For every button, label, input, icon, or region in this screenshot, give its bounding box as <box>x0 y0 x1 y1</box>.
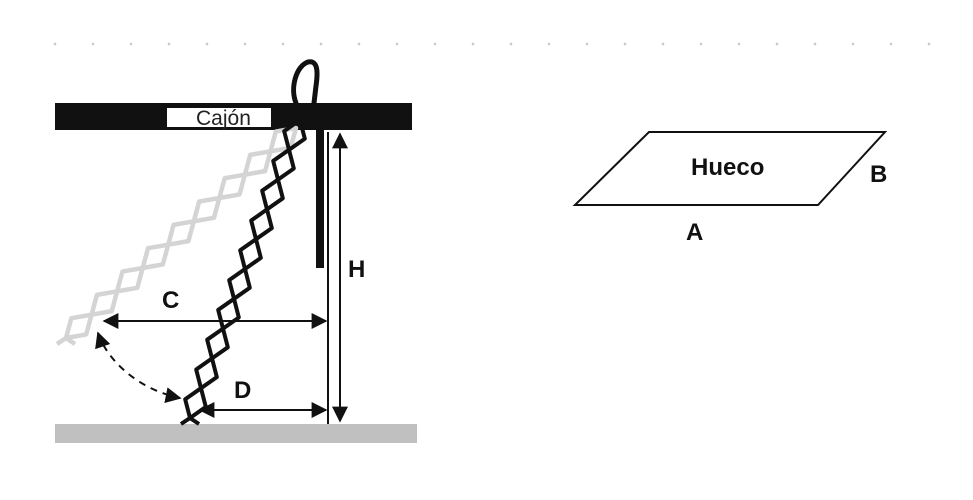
dimension-a-label: A <box>686 219 703 246</box>
guide-dot <box>319 42 323 46</box>
floor <box>55 424 417 443</box>
ladder-link <box>282 118 307 152</box>
dotted-guide-line <box>53 42 931 46</box>
guide-dot <box>243 42 247 46</box>
guide-dot <box>205 42 209 46</box>
guide-dot <box>433 42 437 46</box>
ladder-link <box>89 289 120 317</box>
ladder-link <box>140 242 171 271</box>
ladder-link <box>114 265 145 294</box>
cajon-label: Cajón <box>196 107 251 130</box>
guide-dot <box>623 42 627 46</box>
ladder-foot <box>179 416 192 426</box>
dimension-c-label: C <box>162 287 179 314</box>
ladder-foot <box>64 336 77 346</box>
dimension-b-label: B <box>870 161 887 188</box>
ladder-link <box>238 237 263 271</box>
ladder-link <box>191 195 222 224</box>
hatch-handle <box>291 59 320 106</box>
guide-dot <box>471 42 475 46</box>
ceiling-slab <box>55 103 412 130</box>
ladder-link <box>217 172 248 201</box>
guide-dot <box>547 42 551 46</box>
ladder-link <box>249 207 274 242</box>
ladder-link <box>268 125 299 154</box>
guide-dot <box>813 42 817 46</box>
guide-dot <box>699 42 703 46</box>
dimension-h-label: H <box>348 256 365 283</box>
ladder-link <box>260 177 285 212</box>
ladder-link <box>165 219 197 247</box>
guide-dot <box>395 42 399 46</box>
guide-dot <box>927 42 931 46</box>
ladder-foot <box>55 336 68 346</box>
ladder-link <box>63 312 94 341</box>
guide-dot <box>53 42 57 46</box>
ladder-link <box>216 296 241 331</box>
guide-dot <box>661 42 665 46</box>
ladder-folded-position <box>55 125 299 346</box>
guide-dot <box>509 42 513 46</box>
ladder-link <box>205 326 230 361</box>
hueco-opening-shape <box>572 131 888 206</box>
guide-dot <box>851 42 855 46</box>
guide-dot <box>281 42 285 46</box>
guide-dot <box>889 42 893 46</box>
ladder-foot <box>188 416 201 426</box>
dimension-d-label: D <box>234 377 251 404</box>
guide-dot <box>167 42 171 46</box>
ladder-link <box>194 356 219 391</box>
hatch-door <box>316 130 324 268</box>
guide-dot <box>585 42 589 46</box>
ladder-link <box>227 267 252 301</box>
ladder-link <box>242 149 273 177</box>
ladder-link <box>271 147 296 182</box>
guide-dot <box>129 42 133 46</box>
guide-dot <box>737 42 741 46</box>
ladder-link <box>183 386 208 420</box>
guide-dot <box>357 42 361 46</box>
guide-dot <box>91 42 95 46</box>
guide-dot <box>775 42 779 46</box>
hueco-label: Hueco <box>691 154 764 181</box>
swing-arc <box>95 331 182 404</box>
